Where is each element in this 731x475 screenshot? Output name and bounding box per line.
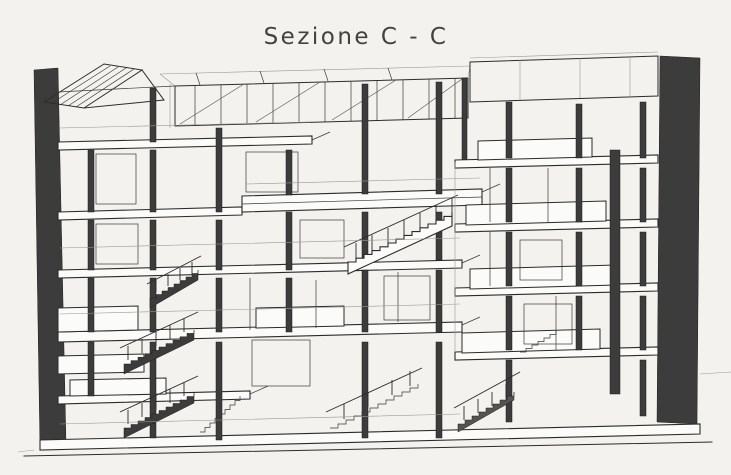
stair-steps-bottom: [200, 396, 241, 433]
slab-upper-left: [57, 135, 313, 151]
stair-left-core: [119, 255, 202, 439]
drawing-title: Sezione C - C: [264, 24, 449, 50]
ground-line: [23, 441, 713, 457]
stair-lower-central: [325, 367, 423, 429]
right-wall: [656, 55, 701, 425]
floor-slabs: [57, 135, 659, 405]
ground-slab: [39, 423, 701, 451]
roof-penthouse: [461, 51, 659, 161]
columns: [87, 81, 647, 441]
stairs: [119, 194, 557, 439]
clerestory-glazing: [57, 65, 471, 127]
site-line-right: [699, 371, 731, 375]
interior-partitions: [95, 151, 573, 387]
roof-structures: [42, 51, 659, 161]
service-core: [609, 149, 621, 395]
stair-central: [343, 194, 459, 275]
stair-right: [453, 331, 557, 433]
building-shell: [17, 55, 731, 457]
site-line-left: [17, 449, 35, 453]
depth-lines: [59, 121, 501, 425]
slab-level2-left: [57, 206, 243, 221]
